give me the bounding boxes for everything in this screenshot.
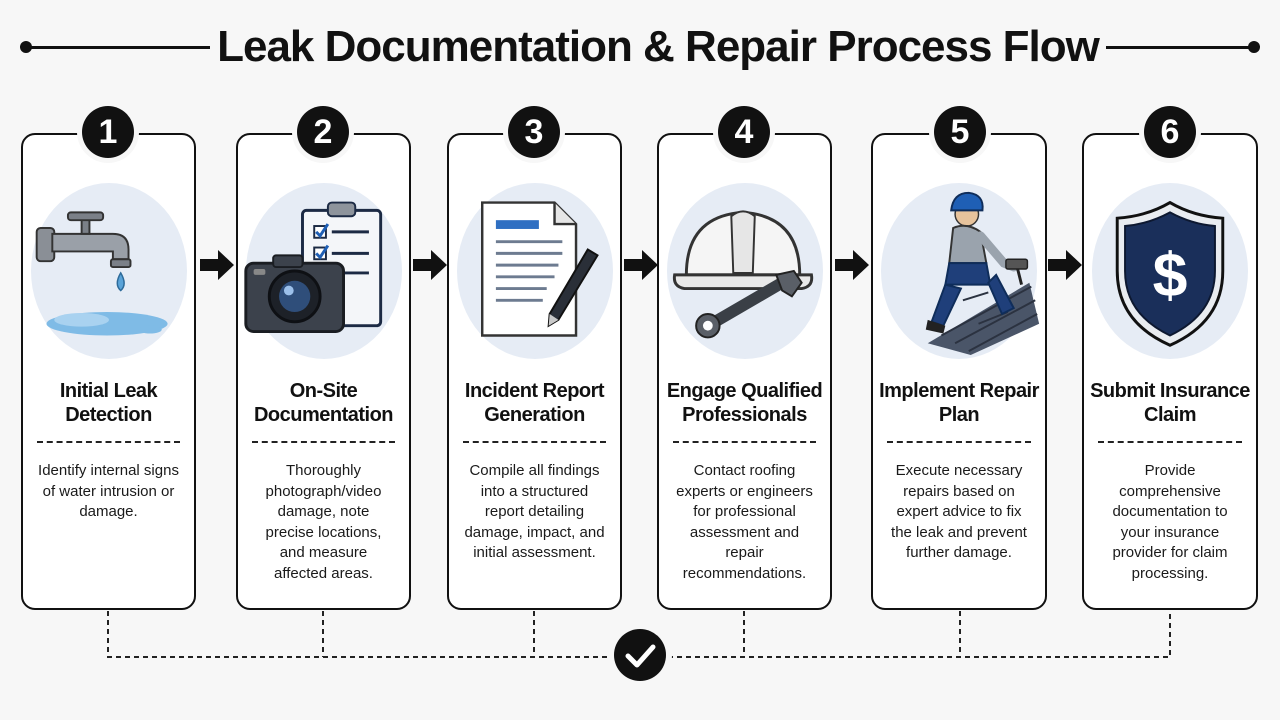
step-card-1: Initial Leak Detection Identify internal… — [21, 133, 196, 610]
step-description-4: Contact roofing experts or engineers for… — [676, 462, 813, 582]
hardhat-wrench-icon — [672, 210, 814, 339]
step-card-4: Engage Qualified Professionals Contact r… — [657, 133, 832, 610]
step-description-2: Thoroughly photograph/video damage, note… — [265, 462, 382, 582]
arrow-right-icon — [1048, 250, 1082, 280]
camera-clipboard-icon — [244, 201, 383, 334]
step-title-4: Engage Qualified Professionals — [666, 380, 823, 426]
step-divider — [673, 441, 816, 443]
svg-text:$: $ — [1153, 240, 1188, 310]
arrow-right-icon — [200, 250, 234, 280]
step-icon-6: $ — [1084, 175, 1256, 365]
step-title-3: Incident Report Generation — [464, 380, 605, 426]
step-divider — [252, 441, 395, 443]
step-card-3: Incident Report Generation Compile all f… — [447, 133, 622, 610]
title-rule-right — [1106, 46, 1254, 49]
page-title: Leak Documentation & Repair Process Flow — [217, 22, 1100, 71]
step-title-5: Implement Repair Plan — [879, 380, 1039, 426]
dollar-shield-icon: $ — [1115, 200, 1225, 347]
step-title-2: On-Site Documentation — [253, 380, 394, 426]
step-number-badge-5: 5 — [934, 106, 986, 158]
title-rule-left — [26, 46, 210, 49]
step-description-1: Identify internal signs of water intrusi… — [38, 462, 179, 520]
step-description-6: Provide comprehensive documentation to y… — [1112, 462, 1228, 582]
step-number-badge-2: 2 — [297, 106, 349, 158]
arrow-right-icon — [835, 250, 869, 280]
step-icon-5 — [873, 175, 1045, 365]
step-number-badge-3: 3 — [508, 106, 560, 158]
arrow-right-icon — [413, 250, 447, 280]
step-card-6: $ Submit Insurance Claim Provide compreh… — [1082, 133, 1258, 610]
step-number-badge-4: 4 — [718, 106, 770, 158]
step-icon-3 — [449, 175, 620, 365]
step-icon-4 — [659, 175, 830, 365]
arrow-right-icon — [624, 250, 658, 280]
checkmark-icon — [614, 629, 666, 681]
step-icon-1 — [23, 175, 194, 365]
step-divider — [1098, 441, 1242, 443]
step-card-5: Implement Repair Plan Execute necessary … — [871, 133, 1047, 610]
step-divider — [37, 441, 180, 443]
step-card-2: On-Site Documentation Thoroughly photogr… — [236, 133, 411, 610]
title-row: Leak Documentation & Repair Process Flow — [0, 18, 1280, 78]
step-divider — [463, 441, 606, 443]
step-description-3: Compile all findings into a structured r… — [464, 462, 605, 561]
step-icon-2 — [238, 175, 409, 365]
leaking-faucet-icon — [35, 211, 168, 336]
step-number-badge-1: 1 — [82, 106, 134, 158]
step-title-1: Initial Leak Detection — [59, 380, 158, 426]
roofer-worker-icon — [925, 191, 1040, 356]
report-pen-icon — [481, 201, 599, 337]
step-divider — [887, 441, 1031, 443]
step-description-5: Execute necessary repairs based on exper… — [891, 462, 1027, 561]
step-title-6: Submit Insurance Claim — [1090, 380, 1250, 426]
title-dot-right — [1248, 41, 1260, 53]
step-number-badge-6: 6 — [1144, 106, 1196, 158]
